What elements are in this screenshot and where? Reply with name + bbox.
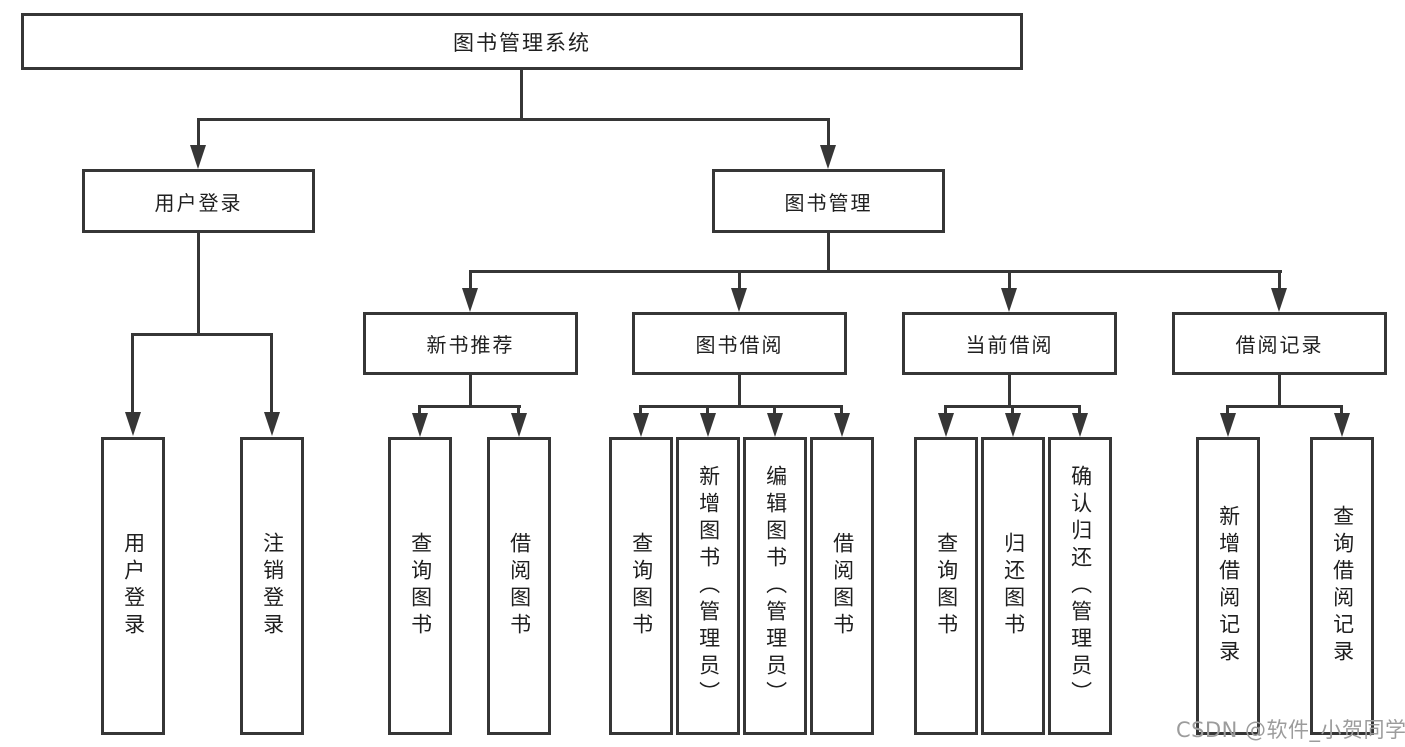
arrow-down-icon [700, 413, 716, 437]
connector-line [1226, 405, 1229, 415]
connector-line [639, 405, 843, 408]
connector-line [469, 270, 472, 290]
connector-line [827, 118, 830, 148]
connector-line [1278, 270, 1281, 290]
connector-line [418, 405, 521, 408]
arrow-down-icon [1005, 413, 1021, 437]
connector-line [1278, 375, 1281, 407]
leaf-borrow-books-borrowing: 借阅图书 [810, 437, 874, 735]
connector-line [738, 270, 741, 290]
arrow-down-icon [820, 145, 836, 169]
connector-line [944, 405, 947, 415]
arrow-down-icon [938, 413, 954, 437]
connector-line [270, 333, 273, 415]
leaf-return-book: 归还图书 [981, 437, 1045, 735]
leaf-user-login: 用户登录 [101, 437, 165, 735]
leaf-borrow-books-recommend: 借阅图书 [487, 437, 551, 735]
node-book-borrowing: 图书借阅 [632, 312, 847, 375]
leaf-edit-book-admin: 编辑图书（管理员） [743, 437, 807, 735]
connector-line [1011, 405, 1014, 415]
connector-line [197, 118, 830, 121]
connector-line [469, 375, 472, 407]
leaf-add-borrow-record: 新增借阅记录 [1196, 437, 1260, 735]
connector-line [197, 118, 200, 148]
node-current-borrowing: 当前借阅 [902, 312, 1117, 375]
connector-line [738, 375, 741, 407]
arrow-down-icon [412, 413, 428, 437]
node-book-management: 图书管理 [712, 169, 945, 233]
arrow-down-icon [834, 413, 850, 437]
arrow-down-icon [264, 412, 280, 436]
connector-line [706, 405, 709, 415]
node-new-book-recommendation: 新书推荐 [363, 312, 578, 375]
arrow-down-icon [731, 288, 747, 312]
connector-line [1226, 405, 1343, 408]
connector-line [639, 405, 642, 415]
arrow-down-icon [1271, 288, 1287, 312]
node-borrowing-records: 借阅记录 [1172, 312, 1387, 375]
arrow-down-icon [1220, 413, 1236, 437]
csdn-watermark: CSDN @软件_小贺同学 [1176, 718, 1405, 742]
leaf-query-borrow-record: 查询借阅记录 [1310, 437, 1374, 735]
connector-line [517, 405, 520, 415]
arrow-down-icon [125, 412, 141, 436]
node-user-login: 用户登录 [82, 169, 315, 233]
connector-line [469, 270, 1282, 273]
connector-line [131, 333, 134, 415]
connector-line [840, 405, 843, 415]
node-library-management-system: 图书管理系统 [21, 13, 1023, 70]
arrow-down-icon [767, 413, 783, 437]
leaf-add-book-admin: 新增图书（管理员） [676, 437, 740, 735]
connector-line [1008, 270, 1011, 290]
leaf-confirm-return-admin: 确认归还（管理员） [1048, 437, 1112, 735]
arrow-down-icon [1001, 288, 1017, 312]
leaf-query-books-recommend: 查询图书 [388, 437, 452, 735]
arrow-down-icon [633, 413, 649, 437]
arrow-down-icon [1334, 413, 1350, 437]
arrow-down-icon [190, 145, 206, 169]
leaf-query-books-current: 查询图书 [914, 437, 978, 735]
arrow-down-icon [511, 413, 527, 437]
arrow-down-icon [1072, 413, 1088, 437]
connector-line [1078, 405, 1081, 415]
connector-line [1340, 405, 1343, 415]
connector-line [131, 333, 273, 336]
connector-line [418, 405, 421, 415]
leaf-query-books-borrowing: 查询图书 [609, 437, 673, 735]
connector-line [197, 233, 200, 335]
connector-line [1008, 375, 1011, 407]
connector-line [827, 233, 830, 272]
arrow-down-icon [462, 288, 478, 312]
connector-line [520, 70, 523, 120]
leaf-logout: 注销登录 [240, 437, 304, 735]
connector-line [773, 405, 776, 415]
